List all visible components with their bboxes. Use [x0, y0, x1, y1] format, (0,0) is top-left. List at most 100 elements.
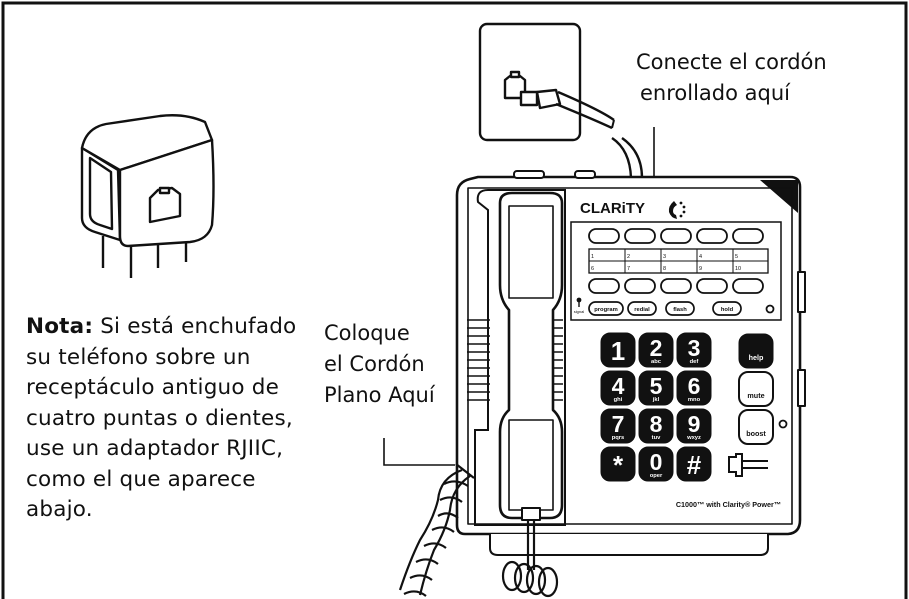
keypad-digit: 2 [650, 335, 663, 361]
directory-number: 5 [735, 254, 738, 260]
keypad-digit: 0 [650, 449, 663, 475]
rj11c-adapter-illustration [80, 114, 215, 278]
wall-jack-illustration [478, 22, 582, 142]
directory-number: 9 [699, 266, 702, 272]
speed-dial-key[interactable] [732, 228, 764, 244]
flat-cord-leader-line [383, 438, 455, 466]
keypad-key-1[interactable] [600, 332, 636, 368]
keypad-digit: 4 [612, 373, 625, 399]
signal-icon [576, 297, 582, 303]
flash-button[interactable] [665, 301, 695, 316]
keypad-key-4[interactable] [600, 370, 636, 406]
speed-dial-frame [570, 221, 782, 321]
keypad-letters: pqrs [612, 435, 625, 441]
flat-line-cord [555, 90, 615, 130]
coiled-cord-callout-line2: enrollado aquí [640, 81, 790, 105]
directory-number: 4 [699, 254, 702, 260]
keypad-key-*[interactable] [600, 446, 636, 482]
keypad-key-8[interactable] [638, 408, 674, 444]
flash-button-label: flash [673, 307, 687, 313]
keypad-key-5[interactable] [638, 370, 674, 406]
flat-line-cord-end [611, 119, 615, 129]
program-button[interactable] [588, 301, 624, 316]
note-text: Nota: Si está enchufado su teléfono sobr… [26, 312, 311, 526]
brand-logo: CLARiTY [580, 200, 645, 217]
speed-dial-key[interactable] [696, 228, 728, 244]
keypad-key-7[interactable] [600, 408, 636, 444]
keypad-letters: ghi [614, 397, 623, 403]
note-title: Nota: [26, 314, 94, 339]
hold-indicator-light [765, 304, 775, 314]
handset-coiled-cord [398, 463, 559, 598]
keypad-key-6[interactable] [676, 370, 712, 406]
keypad-digit: 3 [688, 335, 701, 361]
directory-number: 7 [627, 266, 630, 272]
speed-dial-key[interactable] [660, 228, 692, 244]
function-buttons: signal program redial flash hold [574, 297, 775, 316]
flat-cord-callout-line3: Plano Aquí [324, 383, 435, 407]
cord-jack-icon [728, 453, 768, 477]
redial-button[interactable] [627, 301, 657, 316]
program-button-label: program [594, 307, 618, 313]
keypad-digit: 1 [611, 336, 625, 366]
coiled-cord-top [611, 137, 644, 179]
model-label: C1000™ with Clarity® Power™ [676, 500, 781, 509]
keypad-letters: def [690, 359, 699, 365]
signal-label: signal [574, 309, 585, 314]
speed-dial-key[interactable] [732, 278, 764, 294]
keypad-letters: mno [688, 397, 701, 403]
speed-dial-key[interactable] [588, 278, 620, 294]
directory-number: 6 [591, 266, 594, 272]
keypad-digit: 5 [650, 373, 663, 399]
help-button-label: help [749, 353, 764, 362]
directory-number: 3 [663, 254, 666, 260]
keypad-letters: oper [650, 473, 663, 479]
keypad-key-2[interactable] [638, 332, 674, 368]
help-button[interactable] [738, 333, 774, 369]
coiled-cord-callout: Conecte el cordón enrollado aquí [636, 47, 827, 109]
speed-dial-key[interactable] [588, 228, 620, 244]
handset-cradle [474, 189, 566, 526]
directory-number: 1 [591, 254, 594, 260]
speed-dial-key[interactable] [624, 278, 656, 294]
redial-button-label: redial [634, 307, 650, 313]
keypad-key-3[interactable] [676, 332, 712, 368]
note-body: Si está enchufado su teléfono sobre un r… [26, 314, 297, 522]
keypad-letters: jkl [652, 397, 660, 403]
keypad-key-0[interactable] [638, 446, 674, 482]
flat-cord-callout-line2: el Cordón [324, 352, 425, 376]
hold-button[interactable] [712, 301, 742, 316]
directory-number: 10 [735, 266, 741, 272]
speed-dial-key[interactable] [696, 278, 728, 294]
keypad-letters: wxyz [686, 435, 701, 441]
keypad-key-9[interactable] [676, 408, 712, 444]
boost-button-label: boost [746, 429, 766, 438]
keypad-digit: 9 [688, 411, 701, 437]
boost-button[interactable] [738, 409, 774, 445]
mute-button-label: mute [747, 391, 764, 400]
coiled-cord-callout-line1: Conecte el cordón [636, 50, 827, 74]
keypad-digit: 7 [612, 411, 625, 437]
keypad-letters: tuv [652, 435, 661, 441]
keypad-key-#[interactable] [676, 446, 712, 482]
keypad-digit: 8 [650, 411, 663, 437]
flat-cord-callout: Coloque el Cordón Plano Aquí [324, 318, 435, 411]
flat-cord-callout-line1: Coloque [324, 321, 410, 345]
mute-button[interactable] [738, 371, 774, 407]
keypad-digit: # [687, 450, 702, 480]
side-buttons: help mute boost [738, 333, 788, 445]
speed-dial-key[interactable] [624, 228, 656, 244]
directory-number: 2 [627, 254, 630, 260]
speed-dial-key[interactable] [660, 278, 692, 294]
boost-indicator-light [778, 419, 788, 429]
handset [498, 191, 564, 521]
keypad-digit: 6 [688, 373, 701, 399]
keypad-digit: * [613, 450, 624, 480]
hold-button-label: hold [721, 307, 734, 313]
keypad-letters: abc [651, 359, 662, 365]
brand-swirl-icon [668, 201, 686, 219]
